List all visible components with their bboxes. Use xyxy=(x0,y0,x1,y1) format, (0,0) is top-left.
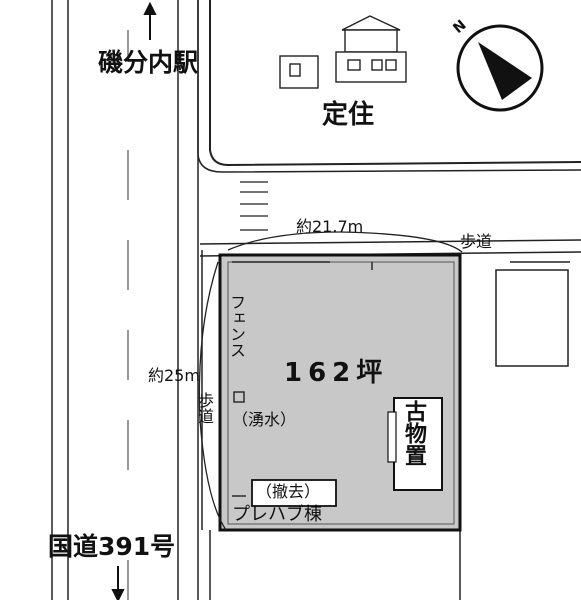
upper-block-outline xyxy=(209,0,581,167)
main-road-lines xyxy=(51,0,199,600)
measurement-arc xyxy=(198,231,463,531)
residence-label: 定住 xyxy=(322,100,375,130)
fence-marks xyxy=(232,261,373,497)
arrow-down-road xyxy=(111,566,125,600)
sidewalk-label-top: 歩道 xyxy=(460,232,493,251)
crosswalk xyxy=(240,181,268,231)
old-storage-label: 古物置 xyxy=(401,400,426,466)
removal-label: （撤去） xyxy=(256,482,321,501)
neighbor-building xyxy=(495,261,570,367)
lower-lines xyxy=(209,530,461,600)
house-sketch xyxy=(279,15,407,89)
spring-label: （湧水） xyxy=(232,410,297,429)
width-label: 約21.7m xyxy=(296,217,364,236)
prefab-removal-box xyxy=(251,479,337,507)
depth-label: 約25m xyxy=(148,366,200,385)
road-label: 国道391号 xyxy=(48,532,176,561)
prefab-label: プレハブ棟 xyxy=(232,504,322,525)
area-label: 162坪 xyxy=(284,358,389,388)
fence-label: フェンス xyxy=(227,294,246,358)
arrow-up-station xyxy=(143,1,157,40)
compass xyxy=(456,24,544,112)
sidewalk-label-left: 歩道 xyxy=(195,392,214,424)
station-label: 磯分内駅 xyxy=(98,48,199,77)
